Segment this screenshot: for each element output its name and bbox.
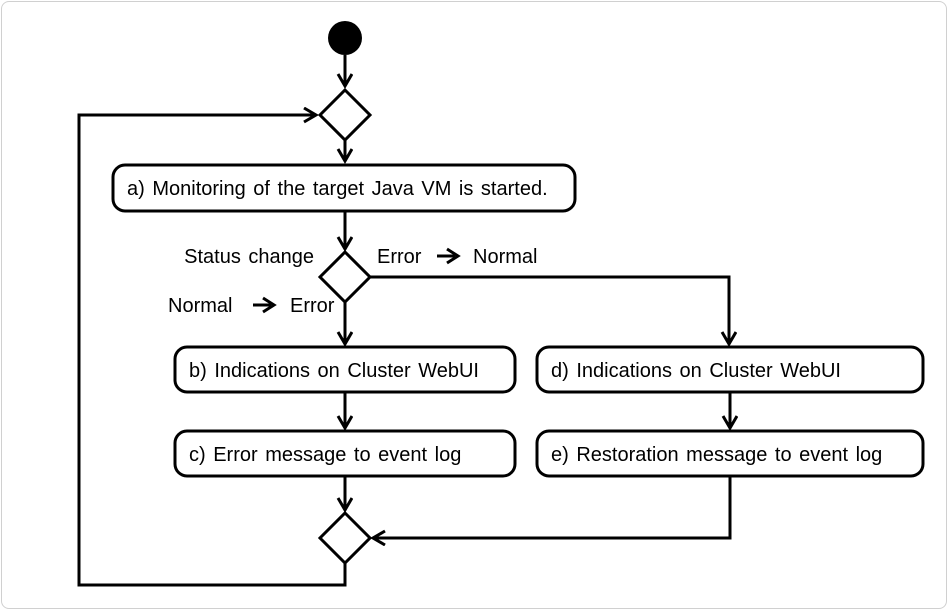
guard-label-status-change: Status change [184, 246, 314, 268]
action-label-e: e) Restoration message to event log [551, 444, 882, 466]
decision-node-status-change [317, 249, 373, 305]
guard-label-normal-to-error-to: Error [290, 295, 335, 317]
action-box-c [173, 429, 517, 478]
arrow-right-icon [437, 247, 461, 265]
action-box-e [535, 429, 925, 478]
action-label-a: a) Monitoring of the target Java VM is s… [127, 178, 548, 200]
action-label-b: b) Indications on Cluster WebUI [189, 360, 479, 382]
edge-decision-to-action-d [370, 275, 729, 344]
initial-node [328, 21, 362, 55]
guard-label-normal-to-error-from: Normal [168, 295, 232, 317]
merge-node-bottom [317, 510, 373, 566]
edge-action-e-to-merge-bottom [373, 476, 732, 538]
action-label-d: d) Indications on Cluster WebUI [551, 360, 841, 382]
action-label-c: c) Error message to event log [189, 444, 461, 466]
guard-label-error-to-normal-to: Normal [473, 246, 537, 268]
merge-node-top [317, 87, 373, 143]
action-box-a [111, 163, 577, 213]
guard-label-error-to-normal-from: Error [377, 246, 422, 268]
arrow-right-icon [253, 296, 277, 314]
action-box-b [173, 345, 517, 394]
edge-loop-back-to-merge-top [77, 115, 347, 587]
action-box-d [535, 345, 925, 394]
